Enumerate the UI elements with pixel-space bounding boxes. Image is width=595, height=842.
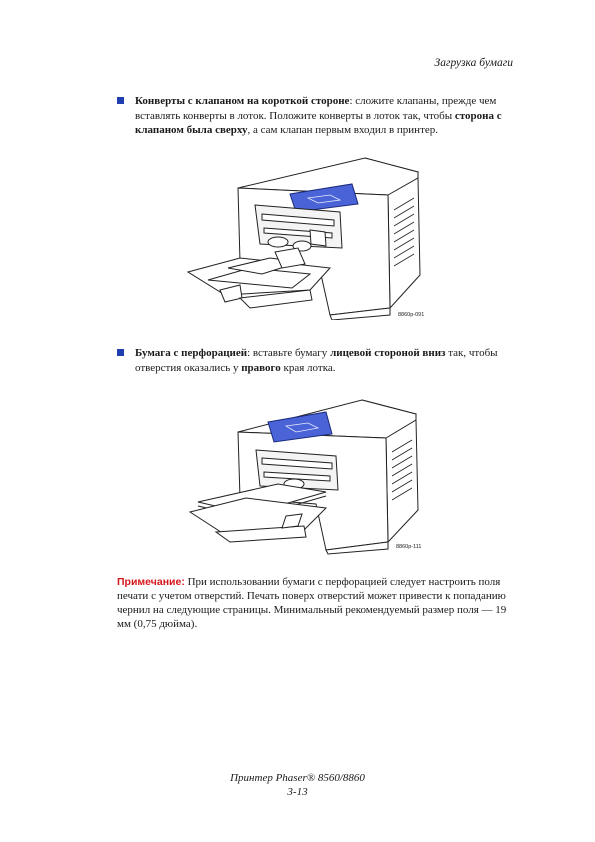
bullet-text: Конверты с клапаном на короткой стороне:…: [135, 94, 527, 138]
note-text: При использовании бумаги с перфорацией с…: [117, 576, 507, 630]
body-text: , а сам клапан первым входил в принтер.: [247, 124, 439, 136]
note-label: Примечание:: [117, 576, 185, 588]
square-bullet-icon: [117, 97, 124, 104]
printer-envelope-illustration: 8860p-091: [180, 150, 435, 320]
bullet-text: Бумага с перфорацией: вставьте бумагу ли…: [135, 346, 527, 375]
square-bullet-icon: [117, 349, 124, 356]
body-text: : сложите клапаны, прежде чем вставлять …: [135, 95, 497, 122]
figure-code: 8860p-091: [398, 312, 425, 318]
body-text: края лотка.: [280, 361, 336, 374]
note-block: Примечание: При использовании бумаги с п…: [117, 575, 517, 631]
page-footer: Принтер Phaser® 8560/8860 3-13: [0, 771, 595, 799]
section-header: Загрузка бумаги: [434, 57, 513, 69]
printer-perforated-paper-illustration: 8860p-111: [186, 392, 436, 557]
bold-term: Бумага с перфорацией: [135, 347, 248, 359]
bold-term: Конверты с клапаном на короткой стороне: [135, 95, 350, 107]
bold-term: сторона с клапаном была сверху: [135, 109, 502, 137]
bullet-item-envelopes: Конверты с клапаном на короткой стороне:…: [117, 94, 527, 138]
bold-term: правого: [241, 361, 281, 374]
bold-term: лицевой стороной вниз: [330, 347, 446, 359]
footer-product: Принтер Phaser® 8560/8860: [230, 772, 365, 784]
body-text: так, чтобы отверстия оказались у: [135, 347, 498, 374]
body-text: : вставьте бумагу: [247, 347, 331, 359]
bullet-item-perforated-paper: Бумага с перфорацией: вставьте бумагу ли…: [117, 346, 527, 375]
figure-code: 8860p-111: [396, 544, 422, 550]
page-number: 3-13: [287, 786, 308, 798]
